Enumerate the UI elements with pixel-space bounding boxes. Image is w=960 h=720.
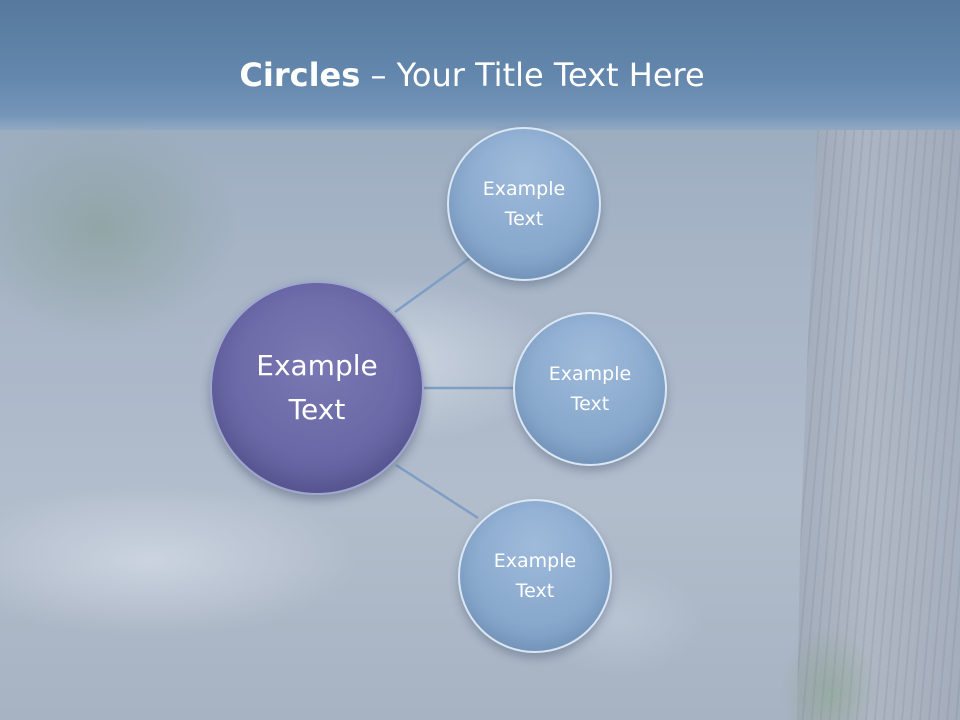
satellite-circle-middle[interactable]: Example Text (513, 312, 667, 466)
title-bold: Circles (239, 56, 361, 94)
slide-title: Circles – Your Title Text Here (0, 52, 944, 98)
tree-trunk-decoration (796, 130, 960, 720)
title-rest: – Your Title Text Here (360, 56, 705, 94)
grass-decoration (740, 560, 900, 720)
center-circle-label: Example Text (256, 349, 378, 426)
satellite-circle-label: Example Text (482, 178, 566, 230)
satellite-circle-label: Example Text (493, 550, 577, 602)
connector-top (394, 256, 471, 314)
connector-bottom (395, 463, 479, 520)
title-banner: Circles – Your Title Text Here (0, 0, 960, 130)
satellite-circle-bottom[interactable]: Example Text (458, 499, 612, 653)
satellite-circle-label: Example Text (548, 363, 632, 415)
center-circle[interactable]: Example Text (210, 281, 424, 495)
satellite-circle-top[interactable]: Example Text (447, 127, 601, 281)
